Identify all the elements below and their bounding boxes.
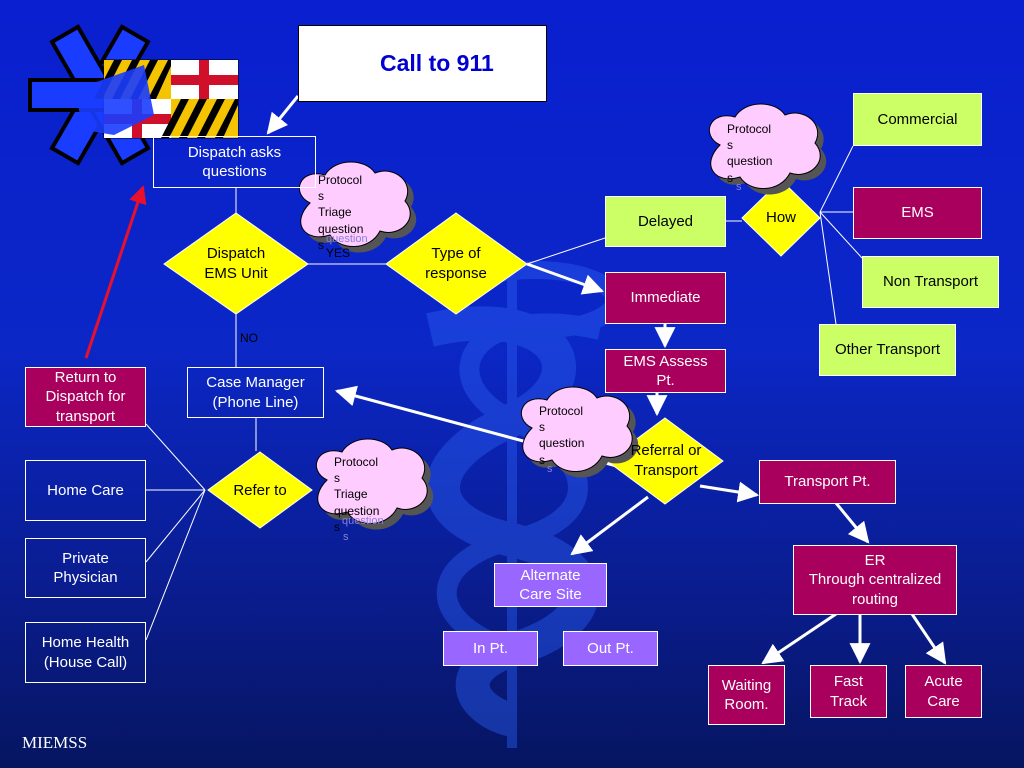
return-dispatch-node: Return to Dispatch for transport: [25, 367, 146, 427]
home-health-node: Home Health (House Call): [25, 622, 146, 683]
footer-logo-text: MIEMSS: [22, 733, 88, 752]
how-diamond: How: [765, 208, 796, 226]
private-physician-node: Private Physician: [25, 538, 146, 598]
immediate-node: Immediate: [605, 272, 726, 324]
delayed-node: Delayed: [605, 196, 726, 247]
return-arrow: [84, 185, 147, 359]
no-label: NO: [240, 331, 258, 345]
ghost-text-1: question: [326, 233, 368, 245]
ems-node: EMS: [853, 187, 982, 239]
protocols-questions-cloud-2: Protocol s question s: [727, 122, 773, 185]
alternate-care-node: Alternate Care Site: [494, 563, 607, 607]
type-of-response-diamond: Type of response: [425, 244, 487, 282]
call-911-label: Call to 911: [380, 50, 494, 76]
case-manager-node: Case Manager (Phone Line): [187, 367, 324, 418]
maryland-flag-icon: [74, 59, 239, 139]
protocols-triage-cloud-4: Protocol s Triage question s: [334, 455, 380, 534]
ems-assess-node: EMS Assess Pt.: [605, 349, 726, 393]
transport-pt-node: Transport Pt.: [759, 460, 896, 504]
home-care-node: Home Care: [25, 460, 146, 521]
dispatch-asks-node: Dispatch asks questions: [153, 136, 316, 188]
non-transport-node: Non Transport: [862, 256, 999, 308]
diamond-shapes: [163, 179, 821, 529]
call-911-box: [298, 25, 547, 102]
referral-transport-diamond: Referral or Transport: [630, 441, 702, 479]
other-transport-node: Other Transport: [819, 324, 956, 376]
in-pt-node: In Pt.: [443, 631, 538, 666]
out-pt-node: Out Pt.: [563, 631, 658, 666]
ghost-text-4: question: [342, 515, 384, 527]
acute-care-node: Acute Care: [905, 665, 982, 718]
yes-label: YES: [326, 246, 351, 260]
fast-track-node: Fast Track: [810, 665, 887, 718]
ghost-text-5: s: [343, 531, 349, 543]
ghost-text-2: s: [736, 181, 742, 193]
protocols-questions-cloud-3: Protocol s question s: [539, 404, 585, 467]
protocols-triage-cloud-1: Protocol s Triage question s: [318, 173, 364, 252]
ghost-text-3: s: [547, 463, 553, 475]
caduceus-watermark: [426, 260, 624, 748]
waiting-room-node: Waiting Room.: [708, 665, 785, 725]
commercial-node: Commercial: [853, 93, 982, 146]
er-node: ER Through centralized routing: [793, 545, 957, 615]
dispatch-ems-diamond: Dispatch EMS Unit: [204, 244, 268, 282]
refer-to-diamond: Refer to: [233, 481, 287, 499]
cloud-shapes: [298, 103, 821, 525]
